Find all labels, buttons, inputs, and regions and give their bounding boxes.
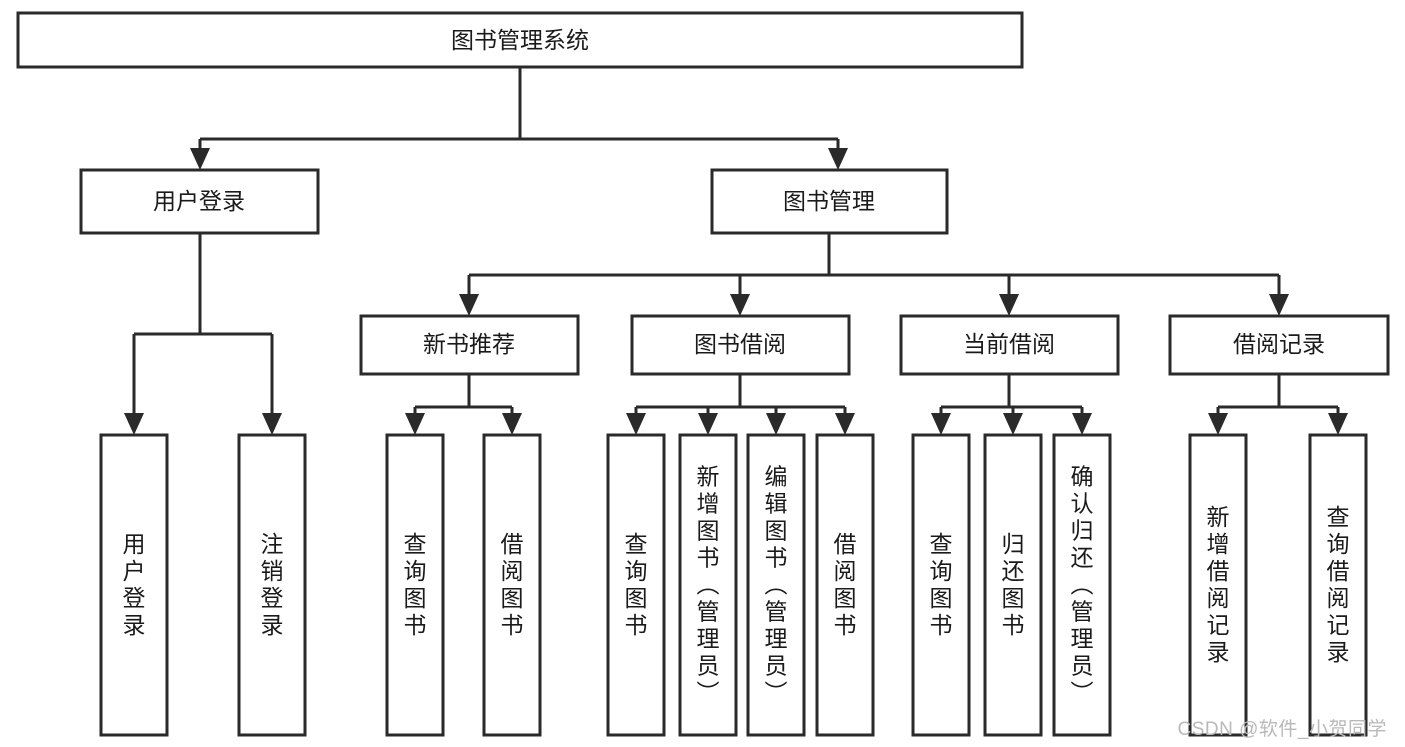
arrow-down-icon [405, 413, 425, 435]
leaf-return-book-label: 归还图书 [1002, 531, 1025, 638]
arrow-down-icon [766, 413, 786, 435]
node-book-borrow[interactable]: 图书借阅 [630, 314, 851, 376]
leaf-borrow-book-2-label: 借阅图书 [834, 531, 857, 638]
leaf-add-book-admin-box[interactable] [678, 433, 738, 737]
leaf-query-book-3-label: 查询图书 [930, 531, 953, 638]
leaf-return-book[interactable]: 归还图书 [983, 433, 1043, 737]
leaf-query-book-3[interactable]: 查询图书 [911, 433, 971, 737]
leaf-borrow-book-1-box[interactable] [482, 433, 542, 737]
node-user-login-box[interactable] [79, 168, 320, 235]
node-user-login[interactable]: 用户登录 [79, 168, 320, 235]
node-root-label: 图书管理系统 [451, 27, 589, 53]
arrow-down-icon [626, 413, 646, 435]
arrow-down-icon [124, 413, 144, 435]
leaf-query-borrow-record[interactable]: 查询借阅记录 [1308, 433, 1368, 737]
node-root[interactable]: 图书管理系统 [16, 11, 1024, 69]
leaf-add-borrow-record[interactable]: 新增借阅记录 [1188, 433, 1248, 737]
node-borrow-record[interactable]: 借阅记录 [1168, 314, 1390, 376]
edge-currentborrow-trunk [939, 374, 1084, 413]
leaf-return-book-box[interactable] [983, 433, 1043, 737]
leaf-edit-book-admin-box[interactable] [746, 433, 806, 737]
node-borrow-record-label: 借阅记录 [1233, 331, 1325, 357]
leaf-user-login-box[interactable] [99, 433, 169, 737]
arrow-down-icon [730, 294, 750, 316]
leaf-query-borrow-record-label: 查询借阅记录 [1327, 504, 1350, 665]
arrow-down-icon [502, 413, 522, 435]
node-current-borrow-label: 当前借阅 [963, 331, 1055, 357]
arrow-down-icon [1269, 294, 1289, 316]
edge-root-trunk [198, 67, 840, 148]
node-book-borrow-label: 图书借阅 [694, 331, 786, 357]
arrow-down-icon [190, 148, 210, 170]
leaf-add-book-admin[interactable]: 新增图书︵管理员︶ [678, 433, 738, 737]
node-new-book-recommend-box[interactable] [359, 314, 580, 376]
node-user-login-label: 用户登录 [153, 188, 245, 214]
leaf-query-book-1-label: 查询图书 [404, 531, 427, 638]
leaf-user-login[interactable]: 用户登录 [99, 433, 169, 737]
leaf-edit-book-admin-label: 编辑图书︵管理员︶ [765, 464, 788, 706]
arrowhead-layer [124, 148, 1348, 435]
leaf-query-book-2[interactable]: 查询图书 [606, 433, 666, 737]
leaf-add-borrow-record-box[interactable] [1188, 433, 1248, 737]
leaf-add-borrow-record-label: 新增借阅记录 [1207, 504, 1230, 665]
leaf-borrow-book-1[interactable]: 借阅图书 [482, 433, 542, 737]
leaf-add-book-admin-label: 新增图书︵管理员︶ [697, 464, 720, 706]
node-current-borrow-box[interactable] [899, 314, 1120, 376]
leaf-edit-book-admin[interactable]: 编辑图书︵管理员︶ [746, 433, 806, 737]
arrow-down-icon [698, 413, 718, 435]
leaf-user-login-label: 用户登录 [123, 531, 146, 638]
leaf-borrow-book-1-label: 借阅图书 [501, 531, 524, 638]
leaf-query-book-2-label: 查询图书 [625, 531, 648, 638]
node-book-manage-label: 图书管理 [783, 188, 875, 214]
node-current-borrow[interactable]: 当前借阅 [899, 314, 1120, 376]
leaf-user-logout[interactable]: 注销登录 [237, 433, 307, 737]
leaf-query-book-1-box[interactable] [385, 433, 445, 737]
node-book-borrow-box[interactable] [630, 314, 851, 376]
node-new-book-recommend[interactable]: 新书推荐 [359, 314, 580, 376]
leaf-query-book-1[interactable]: 查询图书 [385, 433, 445, 737]
arrow-down-icon [1328, 413, 1348, 435]
connector-layer [132, 67, 1340, 413]
arrow-down-icon [1072, 413, 1092, 435]
arrow-down-icon [459, 294, 479, 316]
leaf-query-borrow-record-box[interactable] [1308, 433, 1368, 737]
leaf-borrow-book-2[interactable]: 借阅图书 [815, 433, 875, 737]
leaf-user-logout-label: 注销登录 [261, 531, 284, 638]
leaf-query-book-2-box[interactable] [606, 433, 666, 737]
leaf-borrow-book-2-box[interactable] [815, 433, 875, 737]
node-new-book-recommend-label: 新书推荐 [423, 331, 515, 357]
node-book-manage[interactable]: 图书管理 [710, 168, 949, 235]
leaf-user-logout-box[interactable] [237, 433, 307, 737]
node-borrow-record-box[interactable] [1168, 314, 1390, 376]
edge-borrowrecord-trunk [1216, 374, 1340, 413]
leaf-confirm-return-admin-label: 确认归还︵管理员︶ [1071, 464, 1094, 706]
leaf-query-book-3-box[interactable] [911, 433, 971, 737]
arrow-down-icon [931, 413, 951, 435]
edge-bookborrow-trunk [634, 374, 847, 413]
edge-bookmanage-trunk [467, 233, 1281, 294]
leaf-confirm-return-admin-box[interactable] [1052, 433, 1112, 737]
arrow-down-icon [1208, 413, 1228, 435]
node-book-manage-box[interactable] [710, 168, 949, 235]
leaf-confirm-return-admin[interactable]: 确认归还︵管理员︶ [1052, 433, 1112, 737]
csdn-watermark: CSDN @软件_小贺同学 [1177, 719, 1387, 740]
node-root-box[interactable] [16, 11, 1024, 69]
arrow-down-icon [828, 148, 848, 170]
arrow-down-icon [835, 413, 855, 435]
edge-userlogin-trunk [132, 233, 274, 413]
arrow-down-icon [1003, 413, 1023, 435]
edge-newbook-trunk [413, 374, 514, 413]
arrow-down-icon [262, 413, 282, 435]
arrow-down-icon [999, 294, 1019, 316]
